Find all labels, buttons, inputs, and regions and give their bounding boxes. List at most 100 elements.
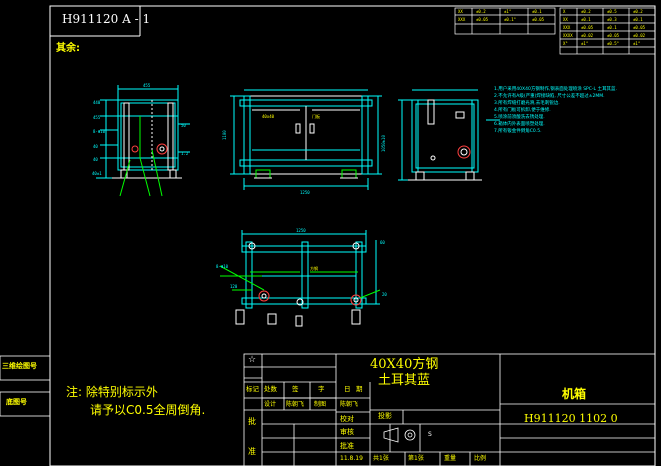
- other-label: 其余:: [56, 43, 80, 54]
- svg-text:20: 20: [382, 292, 387, 297]
- tech-note: 6.箱体内外表面喷塑处理.: [494, 122, 545, 127]
- review-label: 审核: [340, 428, 354, 436]
- rev-header-period: 期: [356, 385, 363, 393]
- scale-label: 比例: [474, 455, 487, 462]
- drawing-code: H911120 A - 1: [62, 12, 151, 26]
- svg-text:±0.1: ±0.1: [633, 17, 643, 22]
- tech-note: 1.用户采用40X40方钢制作,钢表面处理喷涂 SPC-L 土耳其蓝.: [494, 87, 617, 92]
- note-line-2: 请予以C0.5全周倒角.: [90, 403, 206, 417]
- svg-text:±0.1: ±0.1: [581, 17, 591, 22]
- projection-label: 投影: [378, 412, 392, 420]
- svg-text:X: X: [563, 9, 566, 14]
- rev-header-day: 日: [344, 385, 351, 393]
- svg-text:±1°: ±1°: [504, 9, 511, 14]
- rev-header-mark: 标记: [246, 385, 259, 393]
- svg-text:±0.2: ±0.2: [581, 9, 591, 14]
- svg-text:±0.5°: ±0.5°: [607, 41, 619, 46]
- svg-text:±1°: ±1°: [633, 41, 640, 46]
- drafter-name: 陈朝飞: [340, 401, 359, 408]
- svg-text:8-Φ10: 8-Φ10: [93, 129, 106, 134]
- svg-text:1050±10: 1050±10: [381, 135, 386, 152]
- tolerance-table-left: [454, 7, 556, 35]
- approve-mark-2: 准: [248, 447, 256, 456]
- svg-text:1250: 1250: [296, 228, 306, 233]
- drawing-date: 11.8.19: [340, 455, 363, 462]
- svg-text:40x40: 40x40: [262, 114, 275, 119]
- side-view-dims: 1250 1100 1050±10 40x40 门板: [222, 113, 386, 195]
- svg-text:455: 455: [93, 115, 101, 120]
- check-label: 校对: [340, 415, 354, 423]
- projection-s: S: [428, 431, 432, 438]
- svg-text:8-Φ10: 8-Φ10: [216, 264, 229, 269]
- svg-text:50: 50: [181, 123, 186, 128]
- svg-text:40±1: 40±1: [92, 171, 102, 176]
- tech-note: 5.喷涂前须酸洗去锈处理.: [494, 115, 545, 120]
- end-view: [398, 89, 500, 181]
- svg-text:±0.1°: ±0.1°: [504, 17, 516, 22]
- svg-text:±0.5: ±0.5: [607, 9, 617, 14]
- tech-note: 4.所有门板可拆卸,便于维修.: [494, 108, 551, 113]
- projection-symbol-icon: [383, 427, 416, 443]
- svg-text:±0.2: ±0.2: [476, 9, 486, 14]
- svg-text:±0.1: ±0.1: [607, 25, 617, 30]
- margin-label-base: 底图号: [6, 398, 27, 406]
- svg-text:方钢: 方钢: [310, 265, 318, 271]
- top-view: [219, 230, 381, 327]
- svg-text:XX: XX: [458, 9, 463, 14]
- svg-text:±0.3: ±0.3: [607, 17, 617, 22]
- note-line-1: 注: 除特别标示外: [66, 385, 158, 399]
- side-view: [230, 89, 382, 190]
- approve-label: 批准: [340, 442, 354, 450]
- sheet-total: 共1张: [373, 455, 389, 462]
- svg-text:120: 120: [230, 284, 238, 289]
- tolerance-table-right: [559, 7, 656, 55]
- left-margin-boxes: [0, 355, 51, 466]
- svg-text:440: 440: [93, 100, 101, 105]
- title-block-grid: [243, 353, 656, 466]
- svg-text:XXXX: XXXX: [563, 33, 573, 38]
- tech-note: 7.所有钣金件倒角C0.5.: [494, 129, 542, 134]
- star-mark: ☆: [248, 355, 257, 365]
- tech-note: 3.所有焊缝打磨光滑,去毛刺锐边.: [494, 101, 560, 106]
- svg-text:±0.05: ±0.05: [581, 25, 594, 30]
- margin-label-3d: 三维绘图号: [2, 362, 37, 370]
- sheet-current: 第1张: [408, 455, 424, 462]
- svg-text:门板: 门板: [312, 113, 320, 119]
- top-view-dims: 1250 8-Φ10 120 20 60 方钢: [216, 228, 387, 297]
- tech-notes: 1.用户采用40X40方钢制作,钢表面处理喷涂 SPC-L 土耳其蓝. 2.不允…: [494, 86, 617, 135]
- svg-text:XXX: XXX: [458, 17, 466, 22]
- designer-name: 陈朝飞: [286, 401, 305, 408]
- svg-text:40: 40: [93, 157, 98, 162]
- svg-text:±0.05: ±0.05: [532, 17, 545, 22]
- svg-text:1250: 1250: [300, 190, 310, 195]
- rev-header-char: 字: [318, 385, 325, 393]
- part-name: 机箱: [562, 387, 587, 401]
- svg-text:60: 60: [380, 240, 385, 245]
- title-line-1: 40X40方钢: [370, 357, 439, 372]
- draft-label: 制图: [314, 401, 327, 408]
- approve-mark-1: 批: [248, 417, 256, 426]
- svg-text:40: 40: [93, 144, 98, 149]
- svg-text:455: 455: [143, 83, 151, 88]
- design-label: 设计: [264, 401, 277, 408]
- rev-header-count: 处数: [264, 385, 277, 393]
- front-view: [96, 85, 190, 197]
- svg-text:±0.02: ±0.02: [581, 33, 594, 38]
- svg-text:1.2: 1.2: [181, 151, 189, 156]
- title-line-2: 土耳其蓝: [378, 373, 431, 388]
- rev-header-sign: 签: [292, 385, 299, 393]
- tech-note: 2.不允许有A级(严重)焊接缺陷, 尺寸公差不超过±2MM.: [494, 94, 605, 99]
- svg-text:±1°: ±1°: [581, 41, 588, 46]
- svg-text:XX: XX: [563, 17, 568, 22]
- svg-text:1100: 1100: [222, 130, 227, 140]
- front-view-dims: 440 455 8-Φ10 40 40 40±1 455 50 1.2: [92, 83, 189, 176]
- svg-text:±0.2: ±0.2: [633, 9, 643, 14]
- drawing-number: H911120 1102 0: [524, 412, 618, 425]
- svg-text:±0.1: ±0.1: [532, 9, 542, 14]
- svg-text:X°: X°: [563, 41, 568, 46]
- svg-text:±0.05: ±0.05: [633, 25, 646, 30]
- svg-text:±0.05: ±0.05: [607, 33, 620, 38]
- svg-text:XXX: XXX: [563, 25, 571, 30]
